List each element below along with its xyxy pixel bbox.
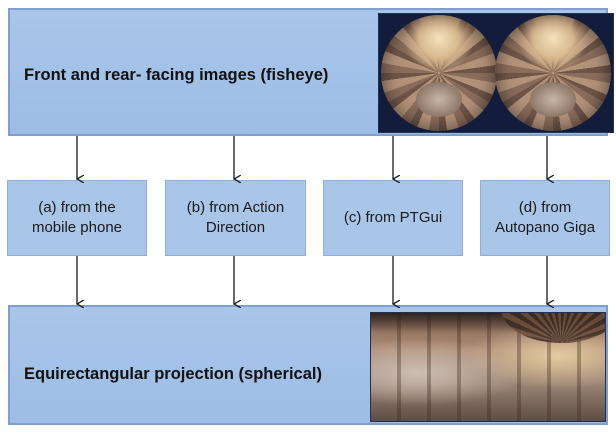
method-label-line1: (d) from — [518, 198, 572, 216]
method-box-mobile-phone: (a) from the mobile phone — [7, 180, 147, 256]
fisheye-image-pair — [378, 13, 614, 133]
front-fisheye-image — [381, 15, 497, 131]
method-label-line1: (b) from Action — [186, 198, 285, 216]
equirectangular-image — [370, 312, 606, 422]
method-label-line2: Direction — [205, 219, 266, 236]
output-projection-box: Equirectangular projection (spherical) — [8, 305, 608, 425]
method-label-line2: Autopano Giga — [494, 219, 596, 236]
method-box-action-direction: (b) from Action Direction — [165, 180, 306, 256]
method-box-autopano-giga: (d) from Autopano Giga — [480, 180, 610, 256]
output-projection-title: Equirectangular projection (spherical) — [24, 365, 322, 383]
method-label-line2: mobile phone — [31, 219, 123, 236]
method-label-line1: (a) from the — [38, 198, 116, 216]
method-label-line1: (c) from PTGui — [343, 208, 443, 226]
source-images-title: Front and rear- facing images (fisheye) — [24, 66, 329, 84]
source-images-box: Front and rear- facing images (fisheye) — [8, 8, 614, 136]
rear-fisheye-image — [495, 15, 611, 131]
